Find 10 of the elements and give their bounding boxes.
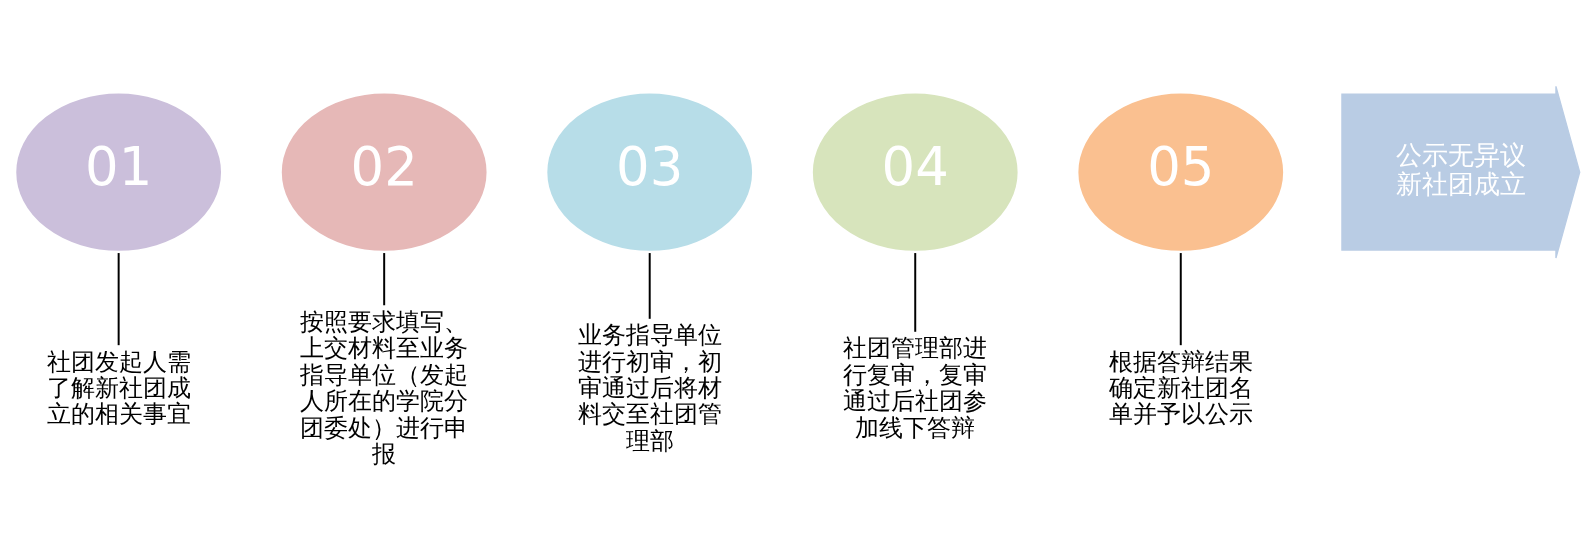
connector xyxy=(648,251,651,320)
connector xyxy=(117,251,120,346)
node-text: 根据答辩结果确定新社团名单并予以公示 xyxy=(1108,347,1253,428)
node-text: 社团管理部进行复审，复审通过后社团参加线下答辩 xyxy=(842,333,987,442)
node-text: 社团发起人需了解新社团成立的相关事宜 xyxy=(46,347,191,428)
node-text: 按照要求填写、上交材料至业务指导单位（发起人所在的学院分团委处）进行申报 xyxy=(299,307,468,468)
connector xyxy=(1179,251,1182,346)
node-text: 业务指导单位进行初审，初审通过后将材料交至社团管理部 xyxy=(577,320,722,455)
connector xyxy=(382,251,385,306)
connector xyxy=(913,251,916,333)
